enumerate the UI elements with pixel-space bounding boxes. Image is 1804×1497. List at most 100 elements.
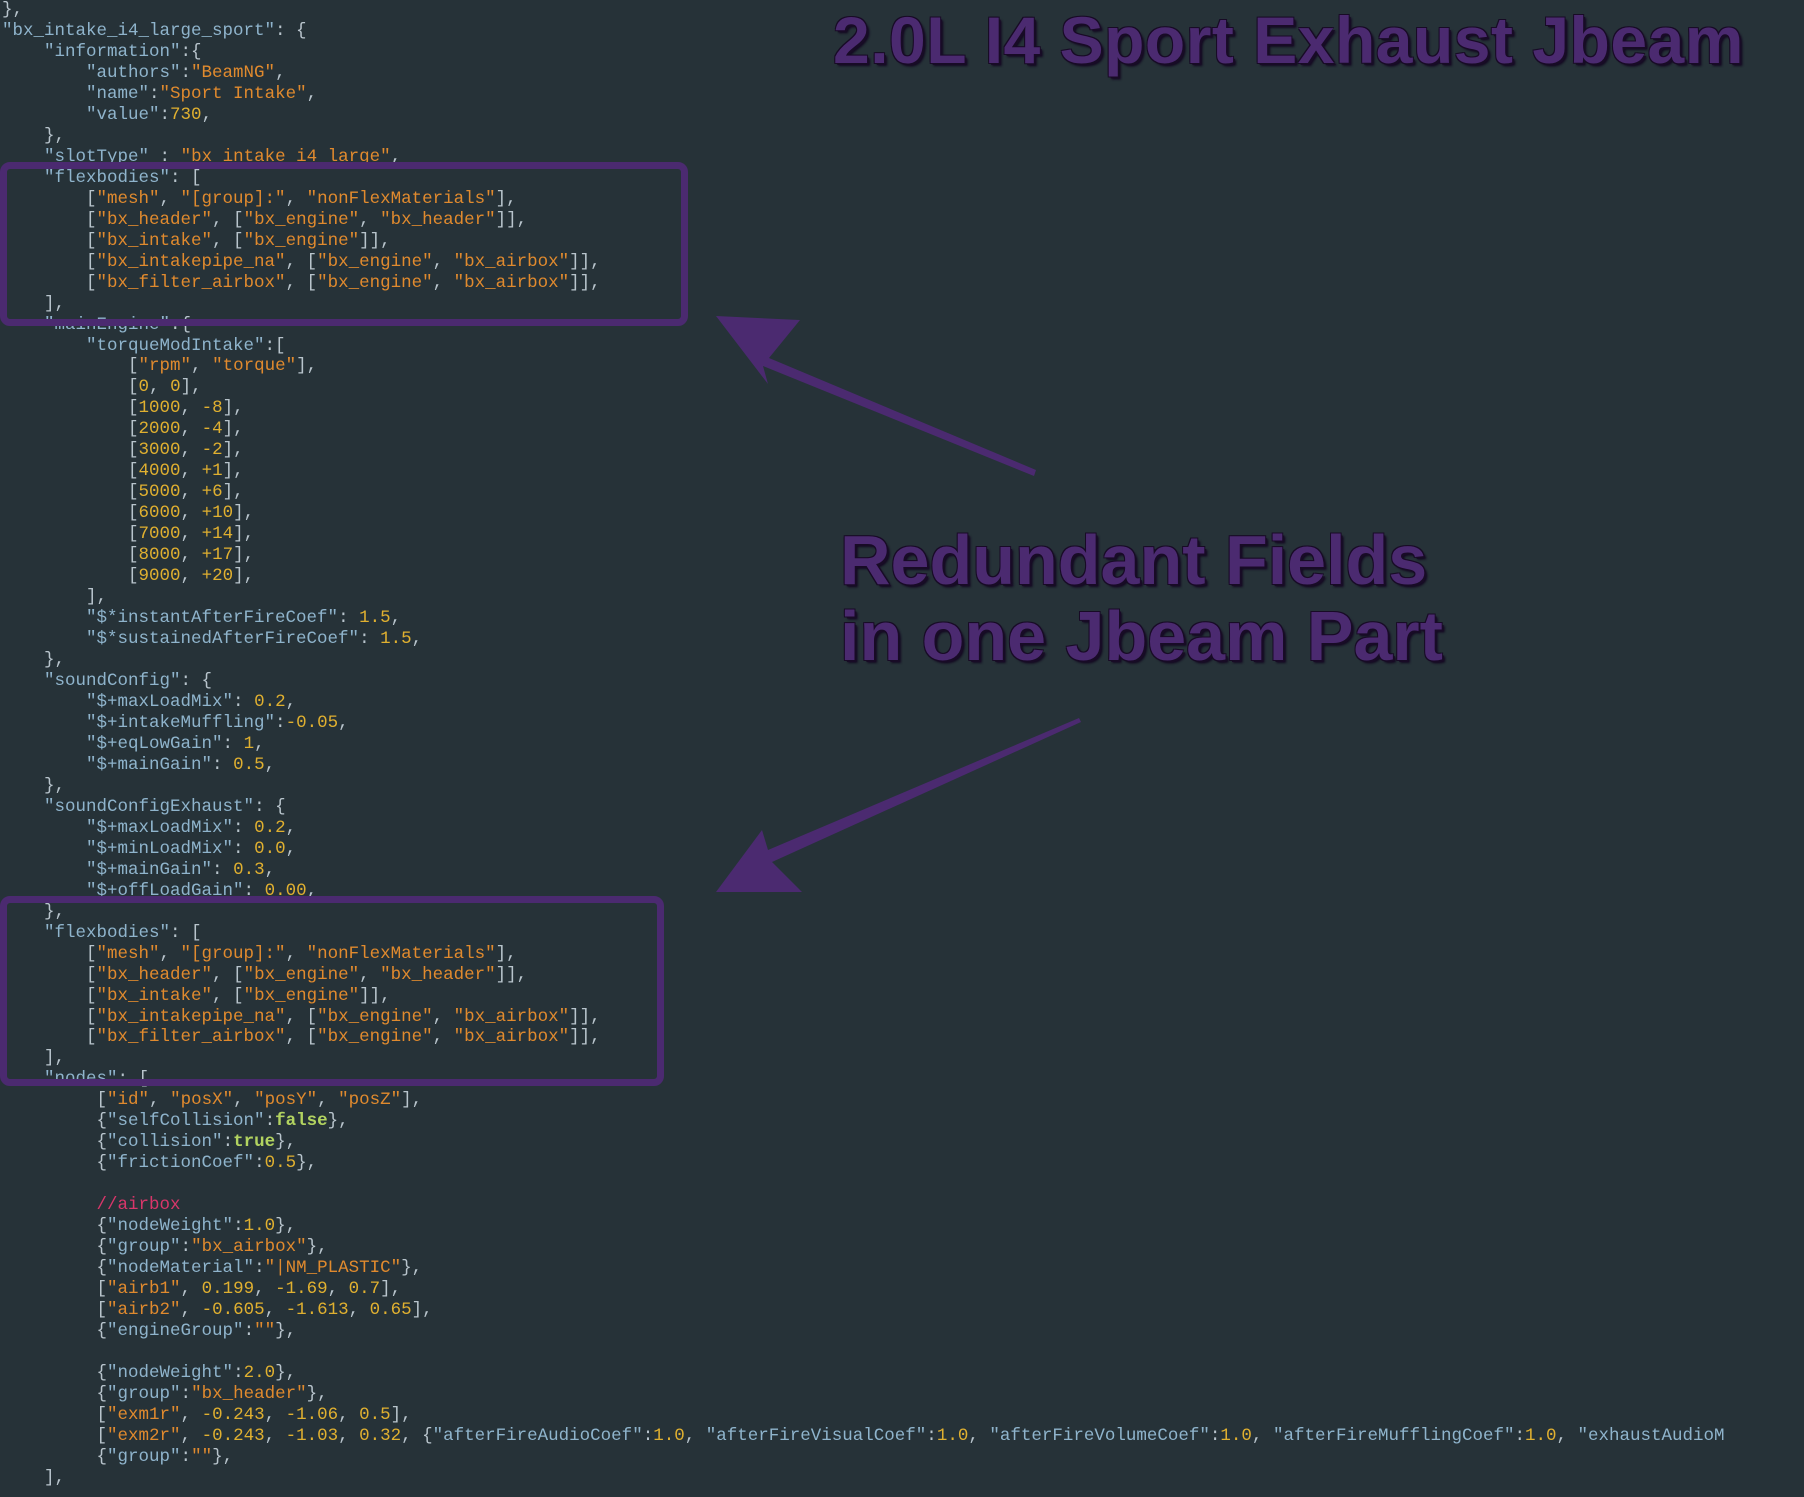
code-punct: }, (2, 775, 66, 796)
code-punct: , [ (212, 964, 244, 985)
code-punct: : { (254, 796, 286, 817)
code-punct: , [ (285, 272, 318, 293)
code-punct: , (306, 880, 318, 901)
code-line: "$+offLoadGain": 0.00, (2, 881, 1804, 902)
code-line: "soundConfig": { (2, 671, 1804, 692)
code-punct: [ (2, 1404, 108, 1425)
code-line: "$+maxLoadMix": 0.2, (2, 818, 1804, 839)
code-line: {"nodeMaterial":"|NM_PLASTIC"}, (2, 1258, 1804, 1279)
code-punct: : (233, 838, 255, 859)
code-key: "$*sustainedAfterFireCoef" (86, 629, 360, 650)
code-line: //airbox (2, 1195, 1804, 1216)
code-number: 8000 (138, 545, 181, 566)
code-punct (2, 860, 86, 880)
code-string: "nonFlexMaterials" (306, 943, 496, 964)
code-key: "$+maxLoadMix" (86, 817, 234, 838)
code-string: "Sport Intake" (159, 83, 307, 104)
code-punct: }, (275, 1362, 297, 1383)
code-line: "$*sustainedAfterFireCoef": 1.5, (2, 629, 1804, 650)
code-string: "rpm" (138, 356, 192, 377)
code-line: ], (2, 294, 1804, 315)
code-punct: , (180, 566, 202, 587)
code-punct: : (926, 1425, 937, 1446)
code-line: }, (2, 0, 1804, 21)
code-punct: }, (275, 1321, 297, 1342)
code-boolean: false (275, 1111, 328, 1132)
code-punct: [ (2, 377, 139, 398)
code-line: "name":"Sport Intake", (2, 84, 1804, 105)
code-line: }, (2, 126, 1804, 147)
code-number: 1.5 (380, 629, 412, 650)
code-punct: : (264, 1111, 276, 1132)
code-key: "bx_intake_i4_large_sport" (2, 20, 276, 41)
code-line: ["bx_intake", ["bx_engine"]], (2, 986, 1804, 1007)
code-line: {"frictionCoef":0.5}, (2, 1153, 1804, 1174)
code-punct: ]], (569, 251, 601, 272)
code-key: "$+minLoadMix" (86, 838, 234, 859)
code-punct: , [ (285, 1006, 318, 1027)
code-line: [1000, -8], (2, 398, 1804, 419)
code-number: 0 (138, 377, 150, 398)
code-punct (2, 608, 86, 628)
code-line: {"engineGroup":""}, (2, 1321, 1804, 1342)
code-line: "$+eqLowGain": 1, (2, 734, 1804, 755)
code-string: "bx_header" (380, 964, 496, 985)
code-punct (2, 84, 86, 104)
code-string: "bx_engine" (317, 1006, 433, 1027)
code-punct: , (233, 1090, 255, 1111)
code-line: ], (2, 1048, 1804, 1069)
code-punct: [ (2, 1425, 108, 1446)
code-line: {"group":""}, (2, 1447, 1804, 1468)
code-punct (2, 734, 86, 754)
code-punct: ], (2, 1467, 66, 1488)
code-number: 0.5 (264, 1153, 297, 1174)
code-punct: { (2, 1153, 108, 1174)
code-punct: : (222, 733, 244, 754)
code-key: "$+mainGain" (86, 859, 213, 880)
code-punct: }, (401, 1258, 423, 1279)
code-string: "posX" (170, 1090, 234, 1111)
code-number: 6000 (138, 503, 181, 524)
code-punct: : (1209, 1425, 1221, 1446)
code-punct: , (432, 1027, 454, 1048)
code-punct: [ (2, 230, 97, 251)
code-punct (2, 692, 86, 712)
code-punct (2, 755, 86, 775)
code-punct: : (212, 754, 234, 775)
code-string: "bx_airbox" (191, 1237, 307, 1258)
code-line: "flexbodies": [ (2, 168, 1804, 189)
code-punct: ], (222, 440, 244, 461)
code-number: -0.243 (201, 1425, 265, 1446)
code-number: 0.00 (264, 880, 307, 901)
code-punct: ], (180, 377, 202, 398)
code-punct (2, 1195, 97, 1215)
code-number: 0.65 (369, 1300, 412, 1321)
code-line: [8000, +17], (2, 545, 1804, 566)
code-punct: { (2, 1383, 108, 1404)
highlight-box-flexbodies-bottom (0, 896, 664, 1086)
code-punct: ], (401, 1090, 423, 1111)
code-line: }, (2, 902, 1804, 923)
code-punct: : (243, 880, 265, 901)
code-key: "$+mainGain" (86, 754, 213, 775)
code-number: +6 (201, 482, 223, 503)
code-key: "$+intakeMuffling" (86, 712, 276, 733)
code-key: "$+maxLoadMix" (86, 691, 234, 712)
code-line: [4000, +1], (2, 461, 1804, 482)
code-punct: [ (2, 440, 139, 461)
code-punct: }, (306, 1237, 328, 1258)
code-key: "name" (86, 83, 150, 104)
code-string: "airb2" (107, 1300, 181, 1321)
code-punct: , (180, 398, 202, 419)
code-key: "exhaustAudioM (1577, 1425, 1725, 1446)
code-punct: , (149, 377, 171, 398)
code-number: 1 (243, 733, 255, 754)
code-string: "mesh" (96, 188, 160, 209)
code-number: -2 (201, 440, 223, 461)
code-number: -0.605 (201, 1300, 265, 1321)
code-punct: : (180, 1446, 192, 1467)
code-punct: , (338, 1425, 360, 1446)
code-line: ["bx_filter_airbox", ["bx_engine", "bx_a… (2, 273, 1804, 294)
code-number: +20 (201, 566, 234, 587)
